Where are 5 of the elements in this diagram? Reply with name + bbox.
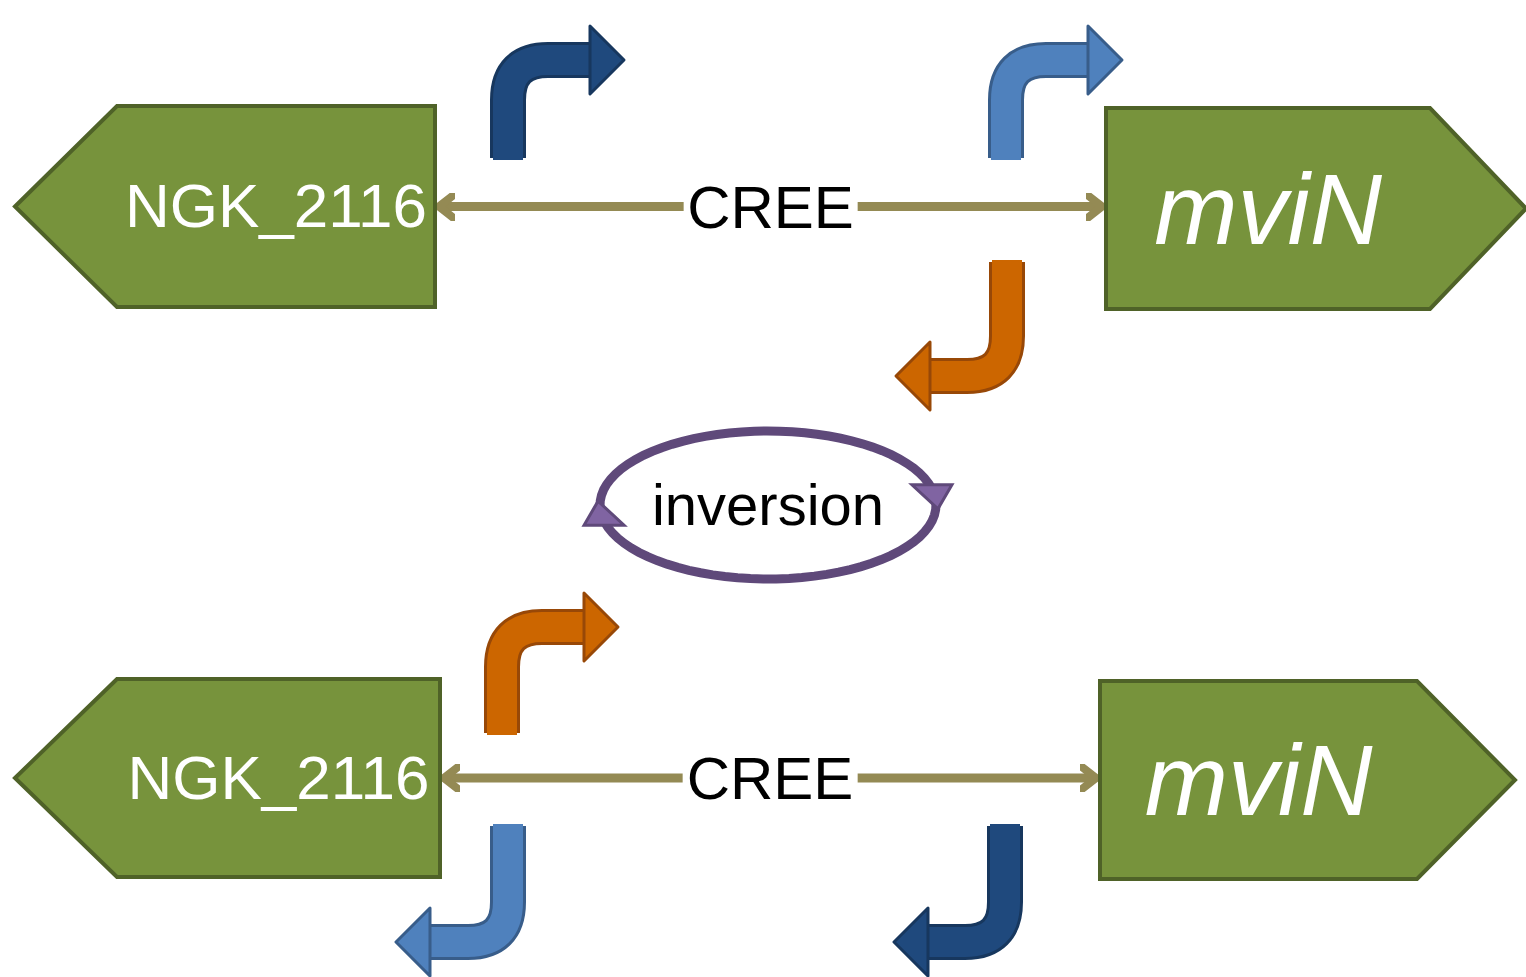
gene-name: mviN [1144, 725, 1373, 835]
gene-name: NGK_2116 [124, 172, 428, 241]
gene-name: NGK_2116 [127, 743, 430, 813]
gene-name: mviN [1154, 153, 1382, 264]
process-label: inversion [651, 474, 885, 536]
